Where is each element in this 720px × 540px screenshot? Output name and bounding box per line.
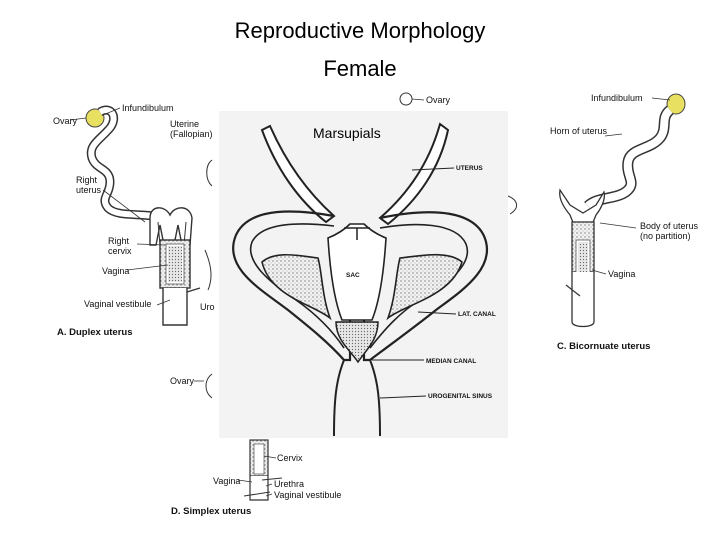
ovary-label-a: Ovary [53, 116, 78, 126]
right-uterus-label-a-2: uterus [76, 185, 102, 195]
caption-a: A. Duplex uterus [57, 327, 133, 338]
lat-canal-label: LAT. CANAL [458, 311, 496, 318]
slide-title: Reproductive Morphology [234, 18, 486, 43]
vaginal-vestibule-label-a: Vaginal vestibule [84, 299, 151, 309]
right-cervix-label-a: Right [108, 236, 130, 246]
uterus-label: UTERUS [456, 165, 483, 172]
urethra-label-d: Urethra [274, 479, 304, 489]
slide-subtitle: Female [323, 56, 397, 81]
ovary-label-d: Ovary [170, 376, 195, 386]
sac-label: SAC [346, 272, 360, 279]
right-uterus-label-a: Right [76, 175, 98, 185]
figure-simplex-uterus: Ovary Cervix Vagina Urethra Vaginal vest… [170, 373, 341, 517]
no-partition-label-c: (no partition) [640, 231, 691, 241]
right-cervix-label-a-2: cervix [108, 246, 132, 256]
horn-of-uterus-label-c: Horn of uterus [550, 126, 608, 136]
uro-label-a: Uro [200, 302, 215, 312]
figure-partial-top: Ovary [399, 92, 517, 215]
median-canal-label: MEDIAN CANAL [426, 358, 476, 365]
infundibulum-label-c: Infundibulum [591, 93, 643, 103]
vaginal-vestibule-label-d: Vaginal vestibule [274, 490, 341, 500]
ovary-label-top: Ovary [426, 95, 451, 105]
caption-d: D. Simplex uterus [171, 506, 251, 517]
caption-c: C. Bicornuate uterus [557, 341, 650, 352]
marsupial-panel: Marsupials SAC UTERUS LAT. CANAL MEDIAN … [219, 111, 508, 438]
vagina-label-a: Vagina [102, 266, 129, 276]
uterine-label-a: Uterine [170, 119, 199, 129]
figure-partial-left [204, 159, 213, 291]
vagina-label-d: Vagina [213, 476, 240, 486]
fallopian-label-a: (Fallopian) [170, 129, 213, 139]
figure-duplex-uterus: Infundibulum Ovary Uterine (Fallopian) R… [53, 103, 215, 338]
vagina-label-c: Vagina [608, 269, 635, 279]
marsupial-panel-title: Marsupials [313, 125, 381, 141]
urogenital-sinus-label: UROGENITAL SINUS [428, 393, 493, 400]
figure-bicornuate-uterus: Infundibulum Horn of uterus Body of uter… [550, 93, 699, 352]
cervix-label-d: Cervix [277, 453, 303, 463]
ovary-c [666, 93, 686, 115]
body-of-uterus-label-c: Body of uterus [640, 221, 699, 231]
infundibulum-label-a: Infundibulum [122, 103, 174, 113]
